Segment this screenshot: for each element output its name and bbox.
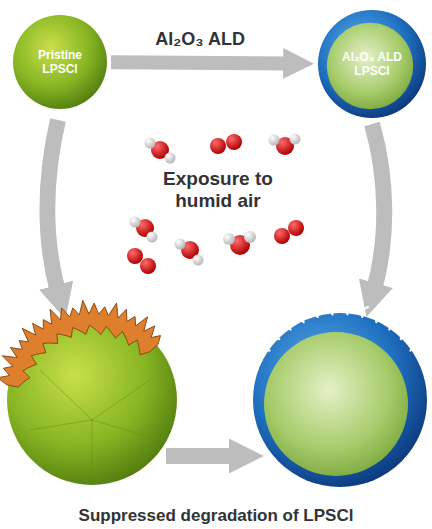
degradation-whisker xyxy=(315,306,318,317)
degradation-crust xyxy=(0,300,160,387)
water-molecule xyxy=(223,231,256,255)
water-molecule xyxy=(130,217,158,243)
degradation-whisker xyxy=(347,304,352,315)
water-molecule xyxy=(269,134,301,156)
o2-molecule xyxy=(274,220,304,244)
process-arrow xyxy=(372,124,384,290)
coated-particle xyxy=(253,303,427,487)
degradation-whisker xyxy=(376,313,383,322)
degradation-whisker xyxy=(331,303,335,314)
edge-label: Al₂O₃ ALD xyxy=(155,29,245,50)
process-note: Exposure to humid air xyxy=(143,168,293,212)
o2-molecule xyxy=(127,248,156,274)
particle-node: Al₂O₃ ALD LPSCl xyxy=(318,10,426,118)
particle-node: Pristine LPSCl xyxy=(13,15,107,109)
process-arrow xyxy=(111,62,289,63)
molecules xyxy=(127,134,304,275)
degradation-whisker xyxy=(262,342,269,351)
degradation-whisker xyxy=(401,333,411,339)
water-molecule xyxy=(145,138,176,164)
degradation-whisker xyxy=(410,346,421,351)
o2-molecule xyxy=(210,134,242,154)
degradation-whisker xyxy=(286,319,291,330)
caption: Suppressed degradation of LPSCl xyxy=(79,506,354,526)
degradation-whisker xyxy=(273,329,279,339)
process-arrow xyxy=(166,448,236,464)
degradation-whisker xyxy=(389,322,398,329)
degraded-particle xyxy=(0,300,177,485)
particle-label: Pristine LPSCl xyxy=(31,48,89,77)
degradation-whisker xyxy=(300,311,304,322)
particle-label: Al₂O₃ ALD LPSCl xyxy=(339,50,406,79)
degradation-whisker xyxy=(362,307,368,317)
water-molecule xyxy=(175,239,204,266)
process-arrow xyxy=(48,120,59,292)
